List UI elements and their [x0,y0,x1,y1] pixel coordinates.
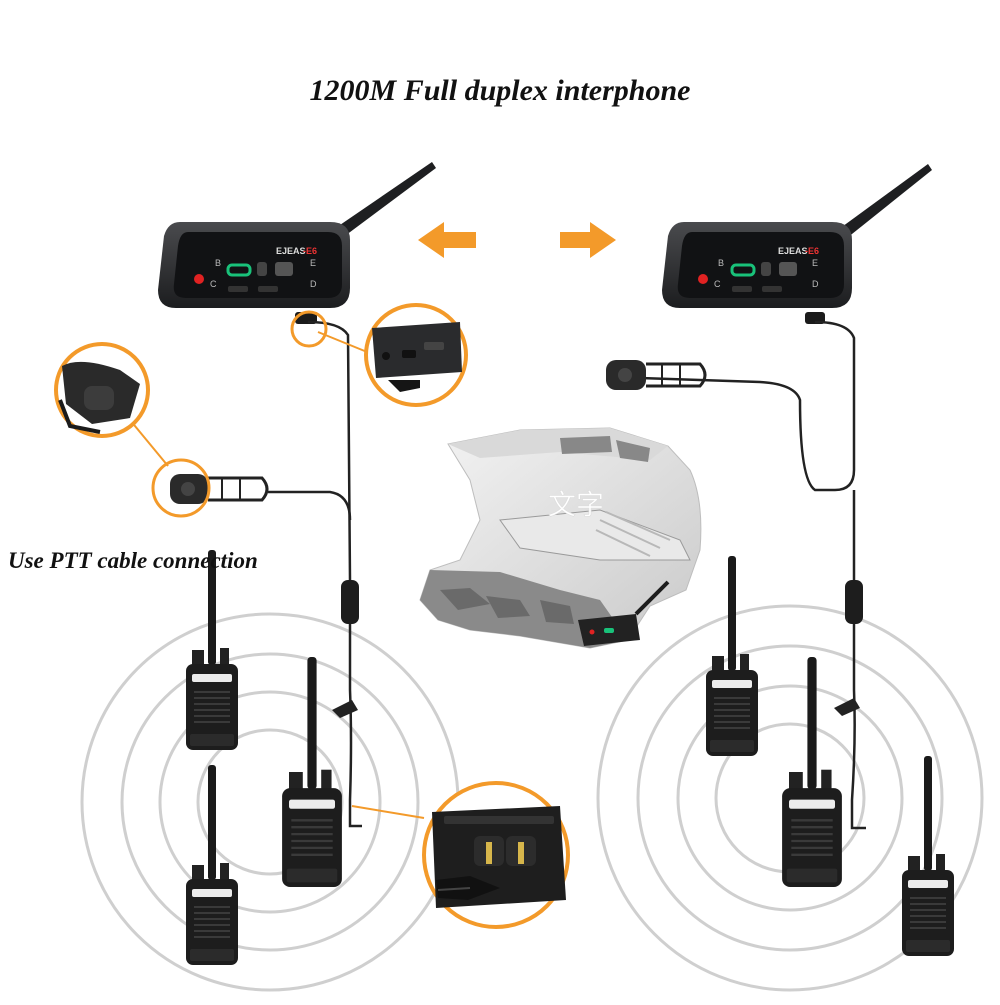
callout-ring-device-port [290,310,328,348]
svg-text:-E6: -E6 [805,246,819,256]
svg-text:D: D [812,279,819,289]
ptt-cable-left [267,320,362,828]
svg-text:B: B [215,258,221,268]
signal-rings-right [596,604,984,992]
helmet-illustration: 文字 [419,427,702,649]
radio-right-top [705,555,759,757]
svg-text:C: C [210,279,217,289]
page-title: 1200M Full duplex interphone [309,74,691,107]
radio-left-top [185,549,239,751]
arrow-right-icon [560,222,616,258]
radio-left-bottom [185,764,239,966]
svg-text:E: E [310,258,316,268]
device-label-left: EJEAS [276,246,306,256]
callout-radio-jack [422,781,570,929]
arrow-left-icon [418,222,476,258]
callout-device-port [364,303,468,407]
helmet-decal: 文字 [548,489,604,520]
signal-rings-left [80,612,460,992]
finger-ptt-right [606,360,707,390]
inline-ptt-right [845,580,863,624]
radio-left-main [280,655,344,889]
ptt-cable-right [639,320,866,830]
callout-leaders [129,331,425,819]
radio-right-main [780,655,844,889]
intercom-device-right: EJEAS -E6 B C E D [662,164,932,324]
intercom-device-left: EJEAS -E6 B C E D [158,162,436,324]
svg-text:E: E [812,258,818,268]
callout-ptt-button [54,342,150,438]
callout-ring-ptt-button [151,458,211,518]
svg-text:-E6: -E6 [303,246,317,256]
svg-text:D: D [310,279,317,289]
ptt-caption: Use PTT cable connection [8,548,258,573]
inline-ptt-left [341,580,359,624]
svg-text:EJEAS: EJEAS [778,246,808,256]
radio-right-bottom [901,755,955,957]
svg-text:B: B [718,258,724,268]
finger-ptt-left [170,474,269,504]
svg-text:C: C [714,279,721,289]
